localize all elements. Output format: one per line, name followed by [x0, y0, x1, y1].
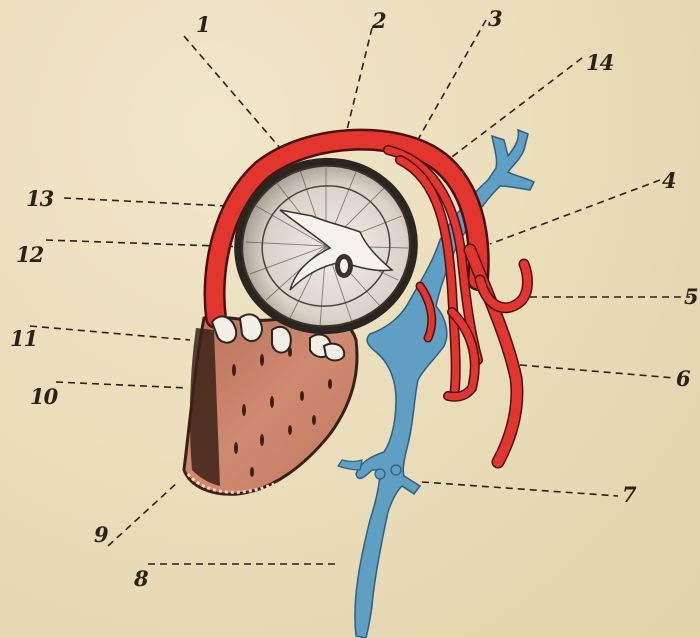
label-3: 3: [488, 6, 502, 31]
label-4: 4: [662, 168, 676, 193]
label-11: 11: [10, 326, 37, 351]
label-5: 5: [684, 284, 698, 309]
label-1: 1: [196, 12, 210, 37]
label-14: 14: [586, 50, 613, 75]
label-2: 2: [372, 8, 386, 33]
label-6: 6: [676, 366, 690, 391]
label-9: 9: [94, 522, 108, 547]
label-7: 7: [622, 482, 636, 507]
label-12: 12: [16, 242, 43, 267]
label-13: 13: [26, 186, 53, 211]
label-8: 8: [134, 566, 148, 591]
label-10: 10: [30, 384, 57, 409]
